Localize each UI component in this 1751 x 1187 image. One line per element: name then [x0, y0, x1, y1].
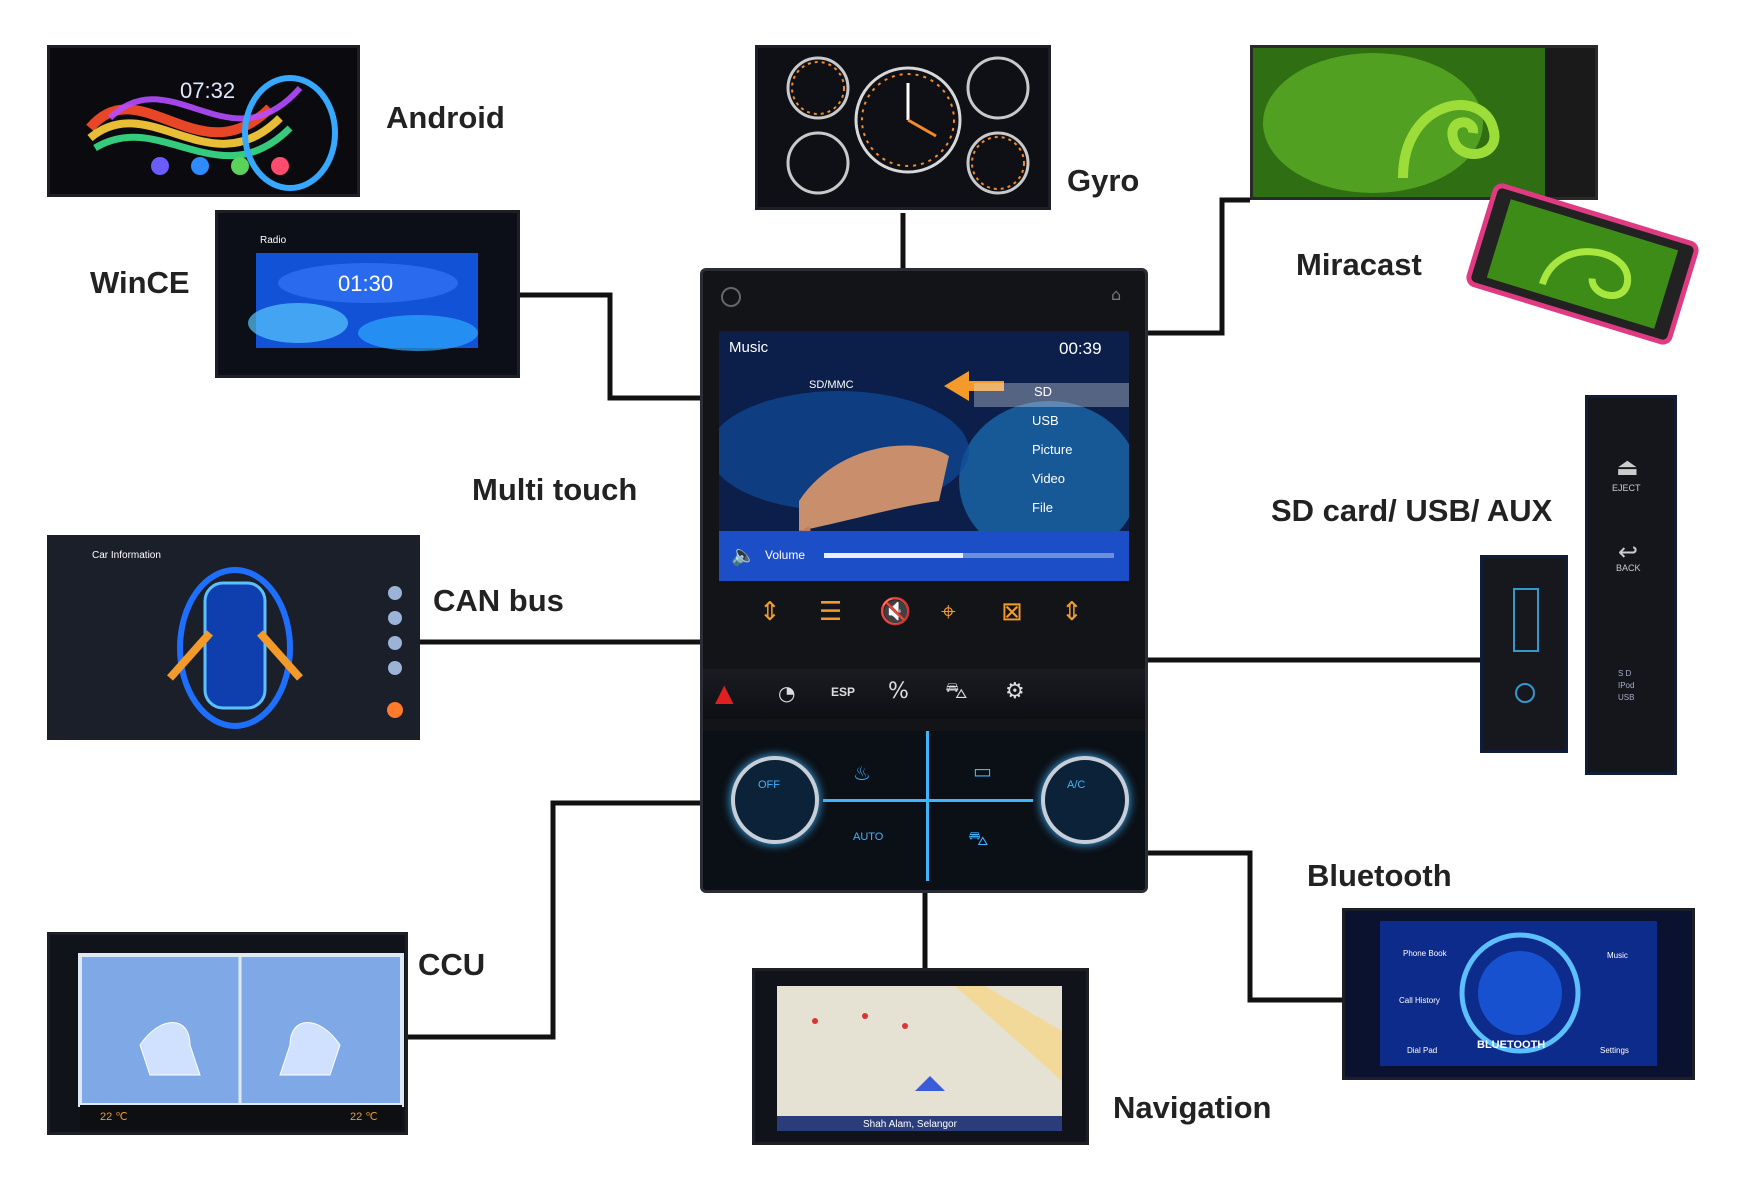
label-ccu: CCU — [418, 947, 486, 982]
miracast-phone — [1463, 180, 1702, 348]
left-knob[interactable] — [731, 756, 819, 844]
volume-label: Volume — [765, 548, 806, 562]
wince-screenshot: Radio 01:30 — [215, 210, 520, 378]
ports-label: S D IPod USB — [1618, 669, 1635, 702]
bluetooth-phone-book[interactable]: Phone Book — [1403, 949, 1447, 958]
usb-port-panel — [1480, 555, 1568, 753]
back-icon[interactable]: ↩ — [1618, 538, 1639, 566]
settings-icon[interactable]: ⚙ — [1005, 679, 1025, 704]
ccu-temp-right: 22 ℃ — [350, 1111, 378, 1123]
ac-on-label: A/C — [1067, 779, 1086, 791]
connector-bluetooth — [1148, 850, 1350, 1003]
source-menu-item[interactable]: Video — [1032, 471, 1066, 486]
label-wince: WinCE — [90, 265, 190, 300]
bluetooth-call-history[interactable]: Call History — [1399, 996, 1440, 1005]
volume-fill — [824, 553, 964, 558]
speaker-icon[interactable]: 🔈 — [731, 543, 756, 567]
android-screenshot: 07:32 — [47, 45, 360, 197]
connector-wince — [520, 292, 700, 401]
sd-slot-panel: ⏏ EJECT ↩ BACK S D IPod USB — [1585, 395, 1677, 775]
climate-panel: OFF A/C ♨ AUTO ▭ ⛍ — [703, 731, 1145, 890]
navigation-location: Shah Alam, Selangor — [863, 1119, 957, 1130]
right-knob[interactable] — [1041, 756, 1129, 844]
ccu-screenshot: 22 ℃ 22 ℃ — [47, 932, 408, 1135]
can-bus-title: Car Information — [92, 550, 161, 561]
hard-key-row: ▲ ◔ ESP % ⛍ ⚙ — [703, 669, 1145, 719]
eject-icon[interactable]: ⏏ — [1616, 453, 1639, 481]
connector-ccu — [408, 800, 700, 1040]
source-menu-item[interactable]: Picture — [1032, 442, 1073, 457]
nav-pin-icon[interactable]: ⌖ — [941, 597, 956, 627]
miracast-monitor — [1250, 45, 1598, 200]
wince-background-graphic — [218, 213, 517, 375]
bluetooth-settings[interactable]: Settings — [1600, 1046, 1629, 1055]
can-bus-screenshot: Car Information — [47, 535, 420, 740]
label-android: Android — [386, 100, 505, 135]
bluetooth-menu-graphic — [1345, 911, 1692, 1077]
orange-button-row: ⇕ ☰ 🔇 ⌖ ⊠ ⇕ — [719, 589, 1129, 649]
hazard-icon[interactable]: ▲ — [715, 679, 734, 707]
gauge-icon[interactable]: ◔ — [778, 681, 796, 705]
label-multi-touch: Multi touch — [472, 472, 638, 507]
ccu-climate-graphic — [50, 935, 405, 1132]
wince-clock: 01:30 — [338, 271, 394, 296]
navigation-screenshot: Shah Alam, Selangor — [752, 968, 1089, 1145]
seek-up-down-icon[interactable]: ⇕ — [1061, 597, 1083, 627]
bluetooth-screenshot: Phone Book Call History Dial Pad BLUETOO… — [1342, 908, 1695, 1080]
bluetooth-center-label: BLUETOOTH — [1477, 1039, 1546, 1051]
android-swirl-graphic — [50, 48, 357, 194]
ccu-temp-left: 22 ℃ — [100, 1111, 128, 1123]
label-sd-usb-aux: SD card/ USB/ AUX — [1271, 493, 1553, 528]
source-menu-item[interactable]: SD — [1034, 384, 1053, 399]
power-icon[interactable] — [721, 287, 741, 307]
screen-title: Music — [729, 339, 769, 356]
bluetooth-dial-pad[interactable]: Dial Pad — [1407, 1046, 1438, 1055]
volume-bar[interactable]: 🔈 Volume — [719, 531, 1129, 581]
connector-miracast — [1148, 197, 1250, 336]
fan-percent-icon[interactable]: % — [888, 679, 909, 704]
label-bluetooth: Bluetooth — [1307, 858, 1452, 893]
menu-icon[interactable]: ☰ — [819, 597, 843, 627]
temp-icon[interactable]: ⊠ — [1001, 597, 1023, 627]
recirculation-icon[interactable]: ⛍ — [968, 826, 989, 850]
esp-button[interactable]: ESP — [831, 685, 856, 699]
auto-label[interactable]: AUTO — [853, 831, 884, 843]
rear-defrost-icon[interactable]: ▭ — [973, 759, 992, 783]
navigation-map-graphic — [755, 971, 1086, 1142]
gyro-screenshot — [755, 45, 1051, 210]
android-clock: 07:32 — [180, 78, 236, 103]
bluetooth-music[interactable]: Music — [1607, 951, 1628, 960]
label-miracast: Miracast — [1296, 247, 1422, 282]
volume-track[interactable] — [824, 553, 1114, 558]
can-bus-car-graphic — [50, 538, 417, 737]
source-menu-item[interactable]: USB — [1032, 413, 1059, 428]
label-gyro: Gyro — [1067, 163, 1140, 198]
ac-off-label: OFF — [758, 779, 780, 791]
aux-port-icon[interactable] — [1515, 683, 1535, 703]
wince-title: Radio — [260, 235, 287, 246]
back-label: BACK — [1616, 563, 1641, 573]
miracast-fern-image — [1253, 48, 1595, 197]
source-menu-item[interactable]: File — [1032, 500, 1053, 515]
source-label: SD/MMC — [809, 379, 854, 391]
screen-time: 00:39 — [1059, 339, 1102, 358]
defrost-icon[interactable]: ♨ — [853, 761, 871, 785]
vol-up-down-icon[interactable]: ⇕ — [759, 597, 781, 627]
mute-icon[interactable]: 🔇 — [879, 597, 912, 627]
music-background-graphic — [719, 331, 1129, 581]
label-navigation: Navigation — [1113, 1090, 1272, 1125]
home-icon[interactable]: ⌂ — [1111, 285, 1122, 304]
miracast-phone-image — [1486, 199, 1679, 329]
usb-port-icon[interactable] — [1513, 588, 1539, 652]
label-can-bus: CAN bus — [433, 583, 564, 618]
climate-vertical-line — [926, 731, 929, 881]
eject-label: EJECT — [1612, 483, 1641, 493]
gyro-gauges — [758, 48, 1048, 207]
car-icon[interactable]: ⛍ — [945, 679, 968, 704]
